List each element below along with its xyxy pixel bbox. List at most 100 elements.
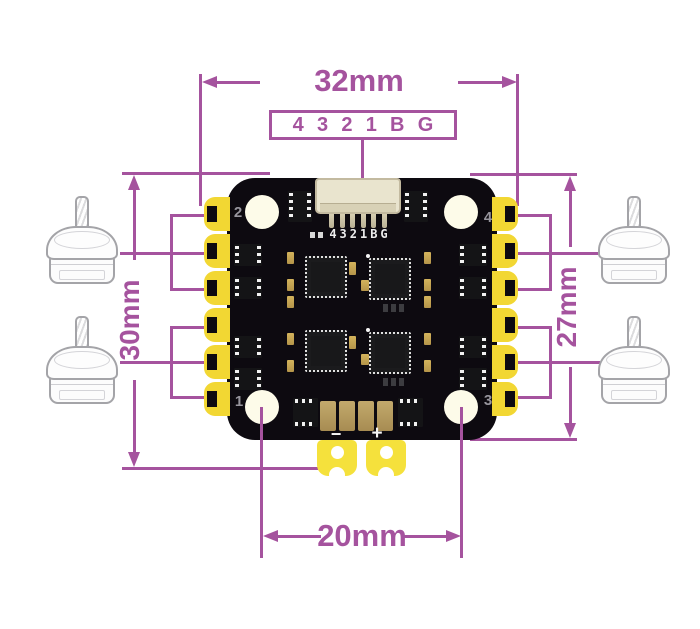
- tab-hole: [380, 446, 393, 459]
- pad-notch: [207, 280, 217, 296]
- pad-notch: [505, 317, 515, 333]
- soic-chip: [293, 398, 318, 427]
- pad-notch: [207, 206, 217, 222]
- connector-pin: [340, 214, 345, 228]
- bracket-line: [517, 396, 552, 399]
- soic-chip: [459, 244, 487, 266]
- dim-arrow-up-icon: [128, 175, 140, 190]
- dim-label-27mm: 27mm: [550, 247, 584, 367]
- motor-illustration-top-right: [598, 196, 670, 284]
- motor-bell: [598, 346, 670, 380]
- motor-body: [601, 376, 667, 404]
- capacitor-component: [287, 333, 294, 345]
- solder-pad-row: [383, 304, 407, 312]
- solder-pad: [492, 271, 518, 305]
- connector-pin: [361, 214, 366, 228]
- pin1-dot: [366, 254, 370, 258]
- solder-pad: [492, 234, 518, 268]
- qfn-chip-body: [311, 336, 341, 366]
- ext-line-27mm-top: [470, 173, 577, 176]
- soic-chip: [234, 244, 262, 266]
- qfn-chip-body: [375, 264, 405, 294]
- motor-bell: [46, 346, 118, 380]
- motor-lead-line: [517, 252, 600, 255]
- bracket-line: [170, 214, 205, 217]
- ext-line-20mm-left: [260, 407, 263, 558]
- solder-pad-row: [383, 378, 407, 386]
- motor-bell: [46, 226, 118, 260]
- qfn-chip-body: [375, 338, 405, 368]
- dim-line-20mm-left: [277, 535, 321, 538]
- dim-label-32mm: 32mm: [314, 63, 404, 98]
- soic-chip: [288, 191, 312, 222]
- capacitor-component: [361, 354, 369, 365]
- soic-chip: [404, 191, 428, 222]
- ext-line-32mm-right: [516, 74, 519, 206]
- ext-line-30mm-top: [122, 172, 270, 175]
- dim-arrow-left-icon: [263, 530, 278, 542]
- bracket-line: [170, 288, 205, 291]
- ext-line-32mm-left: [199, 74, 202, 206]
- qfn-chip-body: [311, 262, 341, 292]
- positive-terminal-label: +: [371, 423, 383, 444]
- ext-line-30mm-bottom: [122, 467, 318, 470]
- qfn-chip: [369, 332, 411, 374]
- battery-pad: [358, 401, 374, 431]
- bracket-line: [517, 326, 552, 329]
- corner-number-1: 1: [234, 393, 244, 410]
- motor-lead-line: [120, 252, 205, 255]
- bracket-line: [517, 214, 552, 217]
- solder-pad: [204, 345, 230, 379]
- corner-number-3: 3: [483, 392, 493, 409]
- silkscreen-mark: [318, 232, 323, 238]
- negative-terminal-label: −: [330, 424, 342, 444]
- pad-notch: [505, 354, 515, 370]
- capacitor-component: [424, 279, 431, 291]
- silkscreen-text: 4321BG: [329, 227, 391, 241]
- solder-pad: [204, 234, 230, 268]
- mounting-hole-top-right: [444, 195, 478, 229]
- solder-pad: [204, 308, 230, 342]
- motor-body: [601, 256, 667, 284]
- tab-notch: [378, 467, 394, 483]
- corner-number-4: 4: [483, 209, 493, 226]
- motor-illustration-bottom-left: [46, 316, 118, 404]
- dim-label-20mm: 20mm: [317, 518, 407, 553]
- corner-number-2: 2: [233, 204, 243, 221]
- bracket-line: [170, 396, 205, 399]
- connector-pin: [329, 214, 334, 228]
- solder-pad: [204, 197, 230, 231]
- dim-arrow-down-icon: [564, 423, 576, 438]
- capacitor-component: [287, 360, 294, 372]
- pin-label-1: 1: [365, 113, 377, 136]
- capacitor-component: [287, 296, 294, 308]
- motor-bell: [598, 226, 670, 260]
- pad-notch: [207, 243, 217, 259]
- pad-notch: [207, 391, 217, 407]
- pin-label-g: G: [417, 113, 434, 136]
- pin-label-b: B: [390, 113, 405, 136]
- tab-notch: [329, 467, 345, 483]
- motor-illustration-top-left: [46, 196, 118, 284]
- pad-notch: [505, 280, 515, 296]
- pin-label-2: 2: [341, 113, 353, 136]
- capacitor-component: [349, 336, 356, 349]
- dim-arrow-up-icon: [564, 176, 576, 191]
- pad-notch: [505, 243, 515, 259]
- connector-pin: [382, 214, 387, 228]
- tab-hole: [331, 446, 344, 459]
- motor-lead-line: [517, 361, 600, 364]
- capacitor-component: [287, 252, 294, 264]
- soic-chip: [459, 336, 487, 358]
- pin1-dot: [366, 328, 370, 332]
- dim-arrow-right-icon: [446, 530, 461, 542]
- solder-pad: [204, 271, 230, 305]
- motor-body: [49, 256, 115, 284]
- qfn-chip: [305, 330, 347, 372]
- battery-pad: [320, 401, 336, 431]
- solder-pad: [492, 308, 518, 342]
- bracket-line: [170, 326, 205, 329]
- capacitor-component: [424, 360, 431, 372]
- capacitor-component: [361, 280, 369, 291]
